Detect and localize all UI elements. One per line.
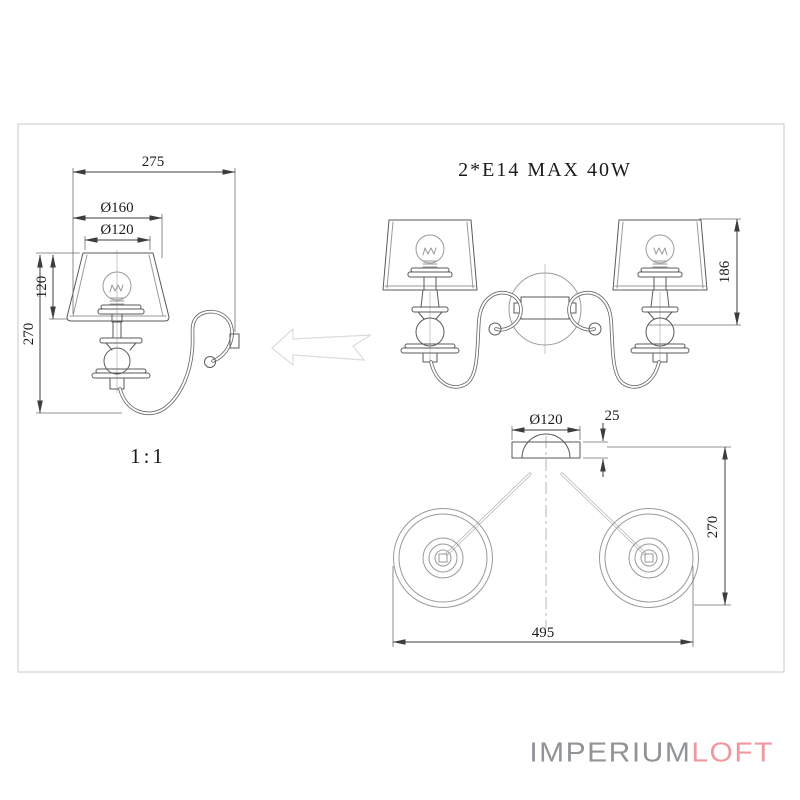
brand-logo-imperium: IMPERIUM [529,737,692,768]
top-dimensions: Ø120 25 270 495 [392,408,731,647]
dim-canopy-height: 25 [605,408,620,424]
side-bulb [102,271,132,305]
wall-plate [508,272,582,346]
top-shade-and-arm-right [560,472,700,609]
side-body [91,337,151,390]
side-wall-bracket [229,333,240,349]
side-dimensions: 275 Ø160 Ø120 120 270 [21,154,236,414]
side-view: 275 Ø160 Ø120 120 270 1:1 [21,154,240,468]
brand-logo: IMPERIUMLOFT [529,737,774,768]
top-view: Ø120 25 270 495 [392,408,731,647]
top-shade-and-arm [393,472,532,608]
front-shade [382,219,478,291]
brand-logo-loft: LOFT [691,737,774,768]
front-lamp-right [567,218,709,389]
front-lamp [382,219,523,389]
canopy-rect [511,441,581,459]
sheet-border [17,123,785,673]
dim-canopy-dia: Ø120 [529,412,562,428]
scale-label: 1:1 [130,444,166,468]
side-arm [118,309,240,416]
dim-shade-top-dia: Ø120 [100,222,133,238]
left-direction-arrow-icon [271,327,372,367]
front-body [400,289,460,363]
front-view: 2*E14 MAX 40W [382,159,741,389]
canopy-dome [521,433,571,459]
dim-side-height: 270 [21,323,37,346]
dim-shade-height: 120 [34,276,50,299]
dim-front-height: 186 [717,260,733,283]
dim-shade-bottom-dia: Ø160 [100,200,133,216]
dim-top-width: 495 [532,625,555,641]
front-dimensions: 186 [648,218,741,326]
dim-top-projection: 270 [705,516,721,539]
side-shade [66,252,170,322]
spec-label: 2*E14 MAX 40W [458,159,632,181]
front-bulb [415,234,445,268]
side-shade-holder [97,304,145,339]
front-holder [407,267,453,291]
dim-side-depth: 275 [142,154,165,170]
front-arm [429,290,523,389]
